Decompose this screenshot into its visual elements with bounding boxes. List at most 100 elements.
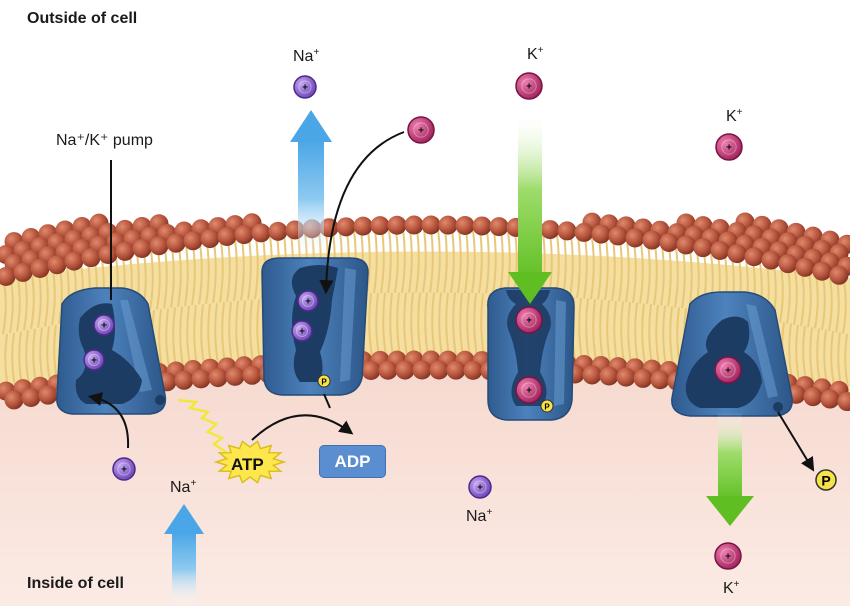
k-ion-outside-approaching: + — [407, 116, 435, 144]
k-label-inside: K+ — [723, 579, 740, 597]
na-label-outside: Na+ — [293, 47, 320, 65]
phospholipid-head — [242, 365, 262, 385]
phospholipid-head — [217, 227, 237, 247]
svg-text:+: + — [121, 465, 127, 476]
ions: ++++++++++++++ — [83, 72, 743, 570]
lipid-tail — [457, 229, 464, 357]
lipid-tail — [233, 239, 240, 363]
phospholipid-head — [608, 226, 628, 246]
phospholipid-head — [21, 388, 41, 408]
phospholipid-head — [268, 221, 288, 241]
phospholipid-head — [183, 231, 203, 251]
phospholipid-head — [582, 365, 602, 385]
svg-text:+: + — [725, 552, 731, 563]
svg-text:P: P — [321, 378, 327, 387]
atp-to-adp-arrow — [251, 414, 354, 441]
lipid-tail — [842, 280, 849, 388]
phospholipid-head — [429, 360, 449, 380]
phospholipid-head — [557, 221, 577, 241]
phospholipid-head — [659, 232, 679, 252]
lipid-tail — [793, 269, 800, 381]
outside-cell-label: Outside of cell — [27, 10, 138, 27]
phospholipid-head — [710, 241, 730, 261]
phospholipid-head — [633, 368, 653, 388]
k-binding-arrow — [319, 131, 405, 295]
phospholipid-head — [616, 367, 636, 387]
atp-burst — [213, 440, 287, 484]
lipid-tail — [828, 276, 835, 386]
phospholipid-head — [0, 267, 16, 287]
phospholipid-head — [421, 215, 441, 235]
phospholipid-head — [132, 239, 152, 259]
lipid-tail — [625, 240, 632, 364]
k-influx-arrow — [508, 112, 552, 304]
phospholipid-head — [837, 392, 850, 412]
phospholipid-head — [64, 251, 84, 271]
na-influx-arrow — [164, 504, 204, 606]
pump-4 — [671, 291, 793, 417]
phospholipid-head — [540, 220, 560, 240]
phospholipid-head — [489, 217, 509, 237]
pump-1 — [56, 287, 167, 415]
lipid-tail — [198, 243, 205, 366]
lipid-tail — [163, 248, 170, 369]
k-label-outside-1: K+ — [527, 45, 544, 63]
lipid-tail — [576, 235, 583, 361]
phospholipid-head — [404, 215, 424, 235]
phospholipid-head — [395, 360, 415, 380]
phospholipid-head — [336, 217, 356, 237]
lipid-tail — [471, 229, 478, 357]
lipid-tail — [247, 237, 254, 362]
phospholipid-head — [761, 250, 781, 270]
phospholipid-head — [200, 229, 220, 249]
svg-text:+: + — [526, 386, 532, 397]
na-ion-pump-1a: + — [93, 314, 115, 336]
phospholipid-head — [574, 222, 594, 242]
phospholipid-head — [208, 368, 228, 388]
inside-cell-label: Inside of cell — [27, 575, 124, 592]
k-ion-pump-4: + — [714, 356, 742, 384]
phospholipid-head — [149, 236, 169, 256]
lipid-tail — [618, 240, 625, 363]
phospholipid-head — [4, 390, 24, 410]
svg-text:+: + — [418, 126, 424, 137]
svg-text:+: + — [526, 82, 532, 93]
na-label-inside-2: Na+ — [466, 507, 493, 525]
phospholipid-head — [30, 258, 50, 278]
phospholipid-head — [378, 360, 398, 380]
k-ion-inside: + — [714, 542, 742, 570]
phospholipid-head — [693, 238, 713, 258]
phospholipid-head — [591, 224, 611, 244]
phospholipid-head — [446, 360, 466, 380]
phosphate-release-arrow — [777, 411, 815, 472]
lipid-tail — [604, 238, 611, 362]
phospholipid-head — [625, 228, 645, 248]
phospholipid-head — [38, 385, 58, 405]
svg-text:+: + — [91, 356, 97, 367]
na-ion-inside-1: + — [112, 457, 136, 481]
svg-text:+: + — [101, 321, 107, 332]
na-efflux-arrow — [290, 110, 332, 258]
na-ion-inside-2: + — [468, 475, 492, 499]
lipid-tail — [807, 272, 814, 383]
phospholipid-head — [727, 244, 747, 264]
energy-squiggle — [177, 398, 227, 454]
lipid-tail — [639, 242, 646, 365]
phospholipid-head — [166, 233, 186, 253]
lipid-tail — [422, 228, 429, 357]
phospholipid-head — [251, 223, 271, 243]
svg-text:P: P — [821, 473, 830, 489]
atp-label: ATP — [231, 455, 264, 474]
lipid-tail — [415, 228, 422, 357]
svg-text:+: + — [305, 297, 311, 308]
phospholipid-head — [463, 360, 483, 380]
lipid-tail — [212, 241, 219, 365]
lipid-tail — [401, 229, 408, 357]
lipid-tail — [611, 239, 618, 363]
lipid-tail — [590, 237, 597, 362]
lipid-tail — [450, 229, 457, 357]
na-ion-pump-1b: + — [83, 349, 105, 371]
phospholipid-head — [98, 244, 118, 264]
